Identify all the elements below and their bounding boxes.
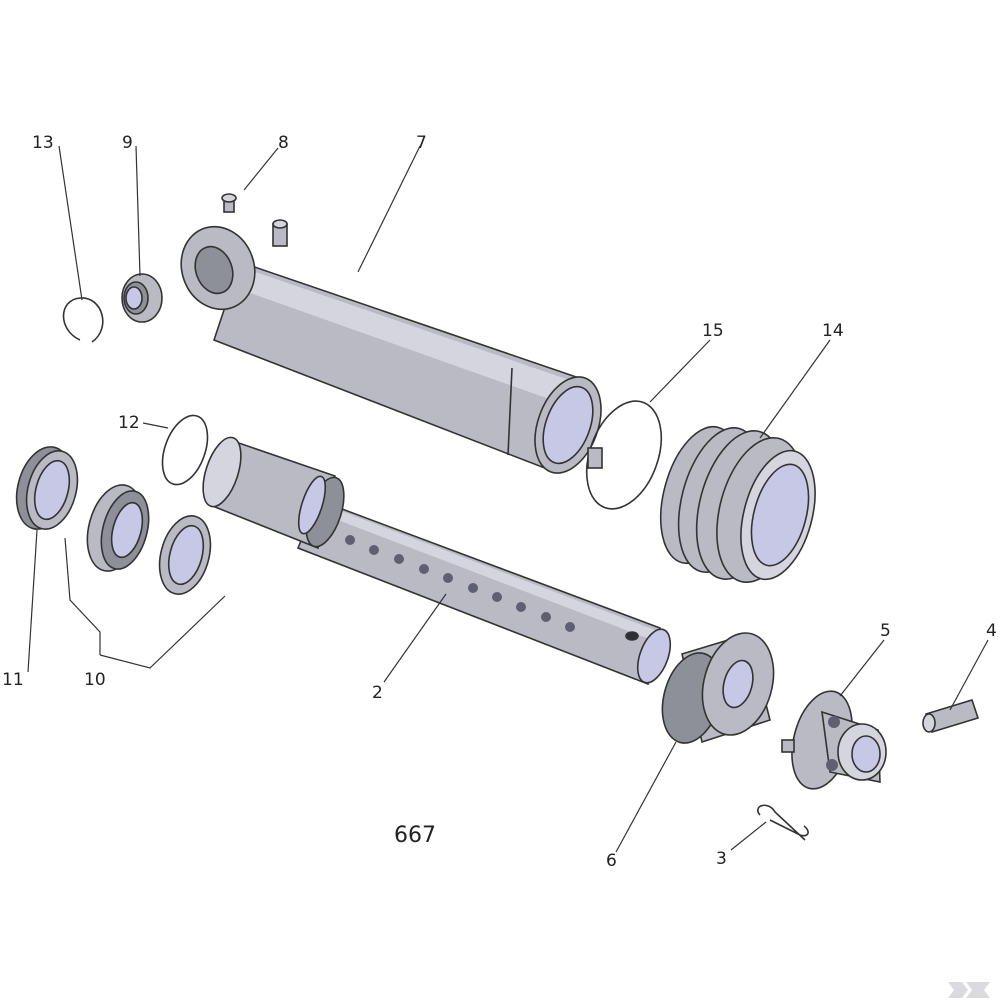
drawing-code: 667 [394, 823, 436, 848]
callout-6: 6 [606, 851, 617, 871]
callout-12: 12 [118, 413, 140, 433]
callout-9: 9 [122, 133, 133, 153]
part-9-bushing [121, 273, 163, 323]
callout-3: 3 [716, 849, 727, 869]
part-14-bellows-boot [659, 425, 816, 584]
callout-14: 14 [822, 321, 844, 341]
callout-labels: 13 9 8 7 15 14 12 11 10 2 6 3 5 4 [2, 133, 997, 871]
callout-7: 7 [416, 133, 427, 153]
part-5-rod-eye [781, 690, 887, 790]
callout-8: 8 [278, 133, 289, 153]
callout-2: 2 [372, 683, 383, 703]
callout-15: 15 [702, 321, 724, 341]
part-3-r-clip [757, 804, 809, 841]
part-8-grease-nipple [221, 193, 237, 213]
callout-4: 4 [986, 621, 997, 641]
callout-5: 5 [880, 621, 891, 641]
part-2-piston-rod [202, 436, 672, 686]
callout-10: 10 [84, 670, 106, 690]
part-4-pin [922, 699, 980, 733]
part-11-wiper-seal [15, 446, 79, 530]
part-6-gland-nut [661, 632, 775, 744]
part-12-o-ring [161, 414, 209, 486]
part-10-piston-seals [86, 484, 212, 595]
part-13-circlip [62, 297, 104, 343]
leader-lines [27, 145, 989, 853]
part-7-cylinder-barrel [180, 219, 602, 474]
callout-11: 11 [2, 670, 24, 690]
callout-13: 13 [32, 133, 54, 153]
part-15-hose-clamp [585, 400, 663, 510]
brand-watermark-logo [948, 982, 990, 998]
